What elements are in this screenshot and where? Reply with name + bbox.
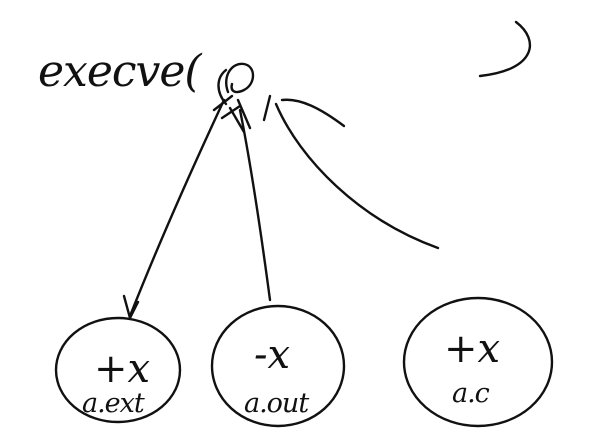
node-2: -x a.out — [210, 304, 346, 428]
crescent-mark — [478, 20, 532, 78]
node-1-filename: a.ext — [82, 388, 145, 419]
node-3-filename: a.c — [452, 378, 490, 409]
paren-stroke — [217, 68, 228, 106]
arrow-to-node-1 — [128, 98, 226, 318]
node-3: +x a.c — [402, 296, 554, 428]
line-to-node-3 — [274, 102, 440, 250]
node-2-sign: -x — [254, 332, 290, 378]
node-1: +x a.ext — [54, 316, 182, 424]
right-stroke-top — [280, 98, 346, 128]
node-1-sign: +x — [94, 346, 150, 392]
argument-scribble — [225, 62, 255, 94]
line-to-node-2 — [238, 108, 272, 302]
node-3-sign: +x — [444, 326, 500, 372]
syscall-title: execve( — [38, 46, 202, 97]
node-2-filename: a.out — [244, 388, 309, 419]
